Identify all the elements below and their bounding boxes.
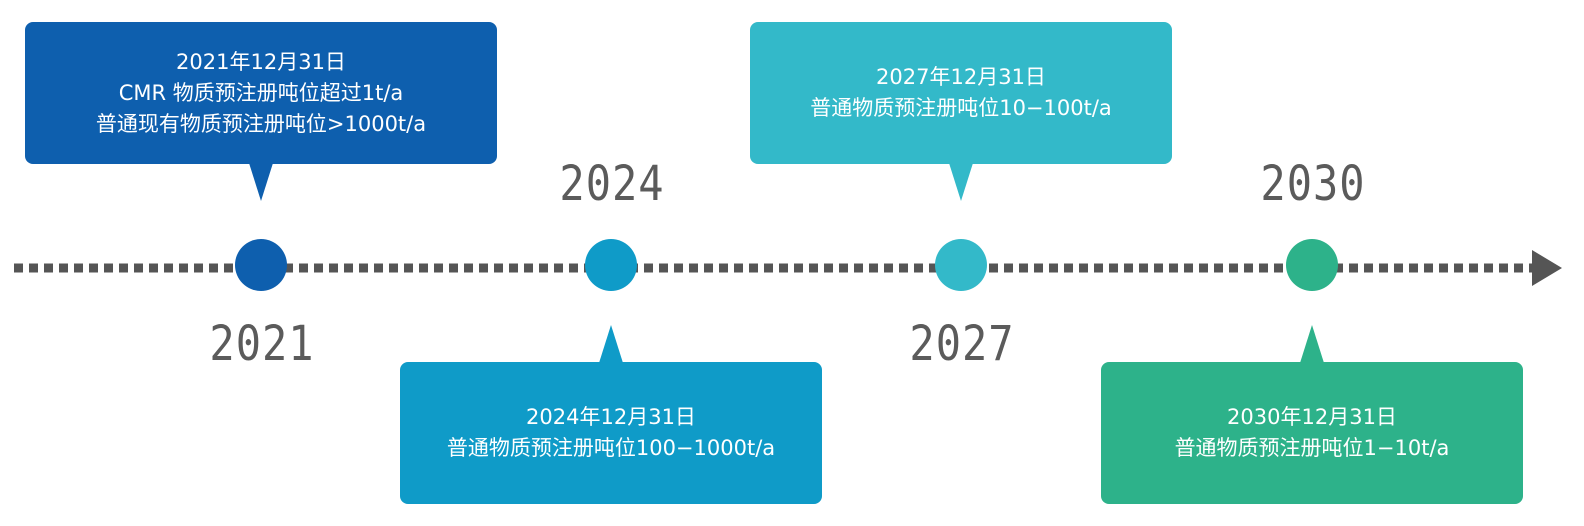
callout-2024: 2024年12月31日 普通物质预注册吨位100−1000t/a xyxy=(400,362,822,504)
callout-2024-line-normal: 普通物质预注册吨位100−1000t/a xyxy=(446,436,776,460)
callout-2021-line-cmr: CMR 物质预注册吨位超过1t/a xyxy=(118,80,404,105)
year-label-2021: 2021 xyxy=(209,315,315,372)
callout-2027-pointer xyxy=(949,163,973,201)
milestone-dot-2027 xyxy=(935,239,987,291)
milestone-dot-2030 xyxy=(1286,239,1338,291)
callout-2030-line-normal: 普通物质预注册吨位1−10t/a xyxy=(1174,436,1450,460)
callout-2024-pointer xyxy=(599,325,623,363)
year-label-2024: 2024 xyxy=(559,155,665,212)
callout-2027: 2027年12月31日 普通物质预注册吨位10−100t/a xyxy=(750,22,1172,164)
callout-2024-date: 2024年12月31日 xyxy=(526,405,696,429)
callout-2021: 2021年12月31日 CMR 物质预注册吨位超过1t/a 普通现有物质预注册吨… xyxy=(25,22,497,164)
timeline-arrow-head xyxy=(1532,250,1562,286)
callout-2021-date: 2021年12月31日 xyxy=(176,49,346,74)
milestone-dot-2021 xyxy=(235,239,287,291)
callout-2021-line-normal: 普通现有物质预注册吨位>1000t/a xyxy=(95,111,427,136)
callout-2030-pointer xyxy=(1300,325,1324,363)
year-label-2027: 2027 xyxy=(909,315,1015,372)
callout-2027-line-normal: 普通物质预注册吨位10−100t/a xyxy=(810,96,1112,120)
milestone-dot-2024 xyxy=(585,239,637,291)
callout-2021-pointer xyxy=(249,163,273,201)
callout-2027-date: 2027年12月31日 xyxy=(876,65,1046,89)
callout-2030-date: 2030年12月31日 xyxy=(1227,405,1397,429)
callout-2030: 2030年12月31日 普通物质预注册吨位1−10t/a xyxy=(1101,362,1523,504)
year-label-2030: 2030 xyxy=(1260,155,1366,212)
